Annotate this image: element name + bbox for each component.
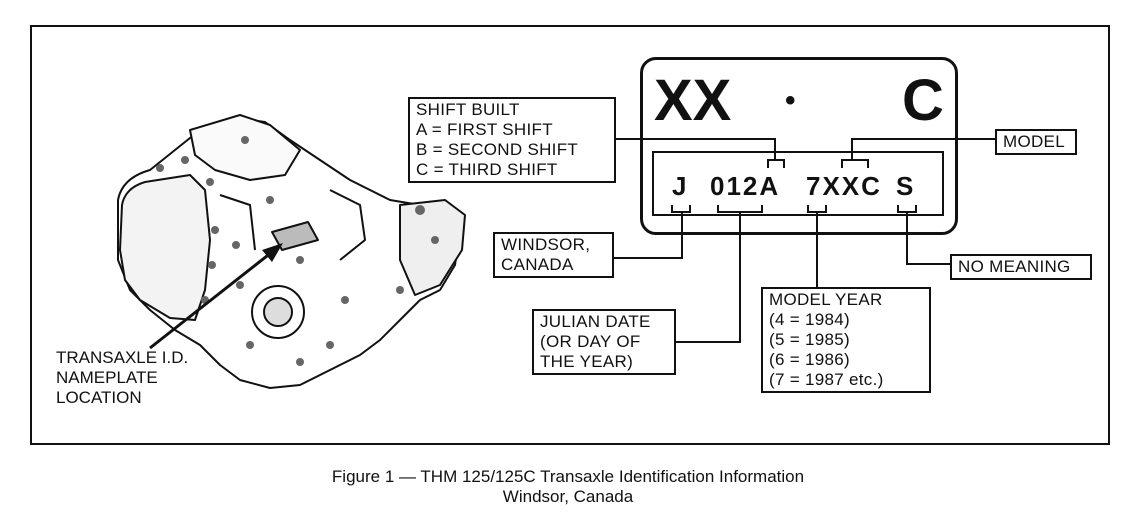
no-meaning-label: NO MEANING: [958, 257, 1071, 276]
shift-built-line: A = FIRST SHIFT: [416, 120, 553, 139]
nameplate-location-label-2: NAMEPLATE: [56, 368, 158, 387]
shift-built-box: SHIFT BUILT A = FIRST SHIFT B = SECOND S…: [408, 97, 616, 183]
windsor-line: WINDSOR,: [501, 235, 591, 254]
figure-frame: [30, 25, 1110, 445]
plate-code-date-shift: 012A: [710, 171, 781, 201]
windsor-line: CANADA: [501, 255, 574, 274]
shift-built-line: C = THIRD SHIFT: [416, 160, 558, 179]
model-year-line: (5 = 1985): [769, 330, 850, 349]
nameplate-outer: [640, 57, 958, 235]
plate-dot: •: [785, 84, 796, 117]
plate-code-s: S: [896, 171, 916, 201]
no-meaning-box: NO MEANING: [950, 254, 1092, 280]
model-box: MODEL: [995, 129, 1077, 155]
nameplate-location-label-3: LOCATION: [56, 388, 142, 407]
nameplate-location-label-1: TRANSAXLE I.D.: [56, 348, 189, 367]
figure-caption-subtitle: Windsor, Canada: [502, 487, 634, 506]
model-year-line: (4 = 1984): [769, 310, 850, 329]
model-year-title: MODEL YEAR: [769, 290, 883, 309]
julian-line: THE YEAR): [540, 352, 634, 371]
model-year-line: (6 = 1986): [769, 350, 850, 369]
model-year-box: MODEL YEAR (4 = 1984) (5 = 1985) (6 = 19…: [761, 287, 931, 393]
plate-code-year-model: 7XXC: [806, 171, 882, 201]
model-year-line: (7 = 1987 etc.): [769, 370, 884, 389]
julian-line: JULIAN DATE: [540, 312, 651, 331]
shift-built-line: B = SECOND SHIFT: [416, 140, 579, 159]
plate-top-right-code: C: [902, 68, 944, 133]
julian-date-box: JULIAN DATE (OR DAY OF THE YEAR): [532, 309, 676, 375]
shift-built-title: SHIFT BUILT: [416, 100, 520, 119]
nameplate-inner: [652, 151, 944, 216]
plate-top-left-code: XX: [654, 68, 732, 133]
figure-caption: Figure 1 — THM 125/125C Transaxle Identi…: [331, 467, 805, 486]
julian-line: (OR DAY OF: [540, 332, 641, 351]
model-label: MODEL: [1003, 132, 1065, 151]
plate-code-plant: J: [672, 171, 689, 201]
windsor-box: WINDSOR, CANADA: [493, 232, 614, 278]
